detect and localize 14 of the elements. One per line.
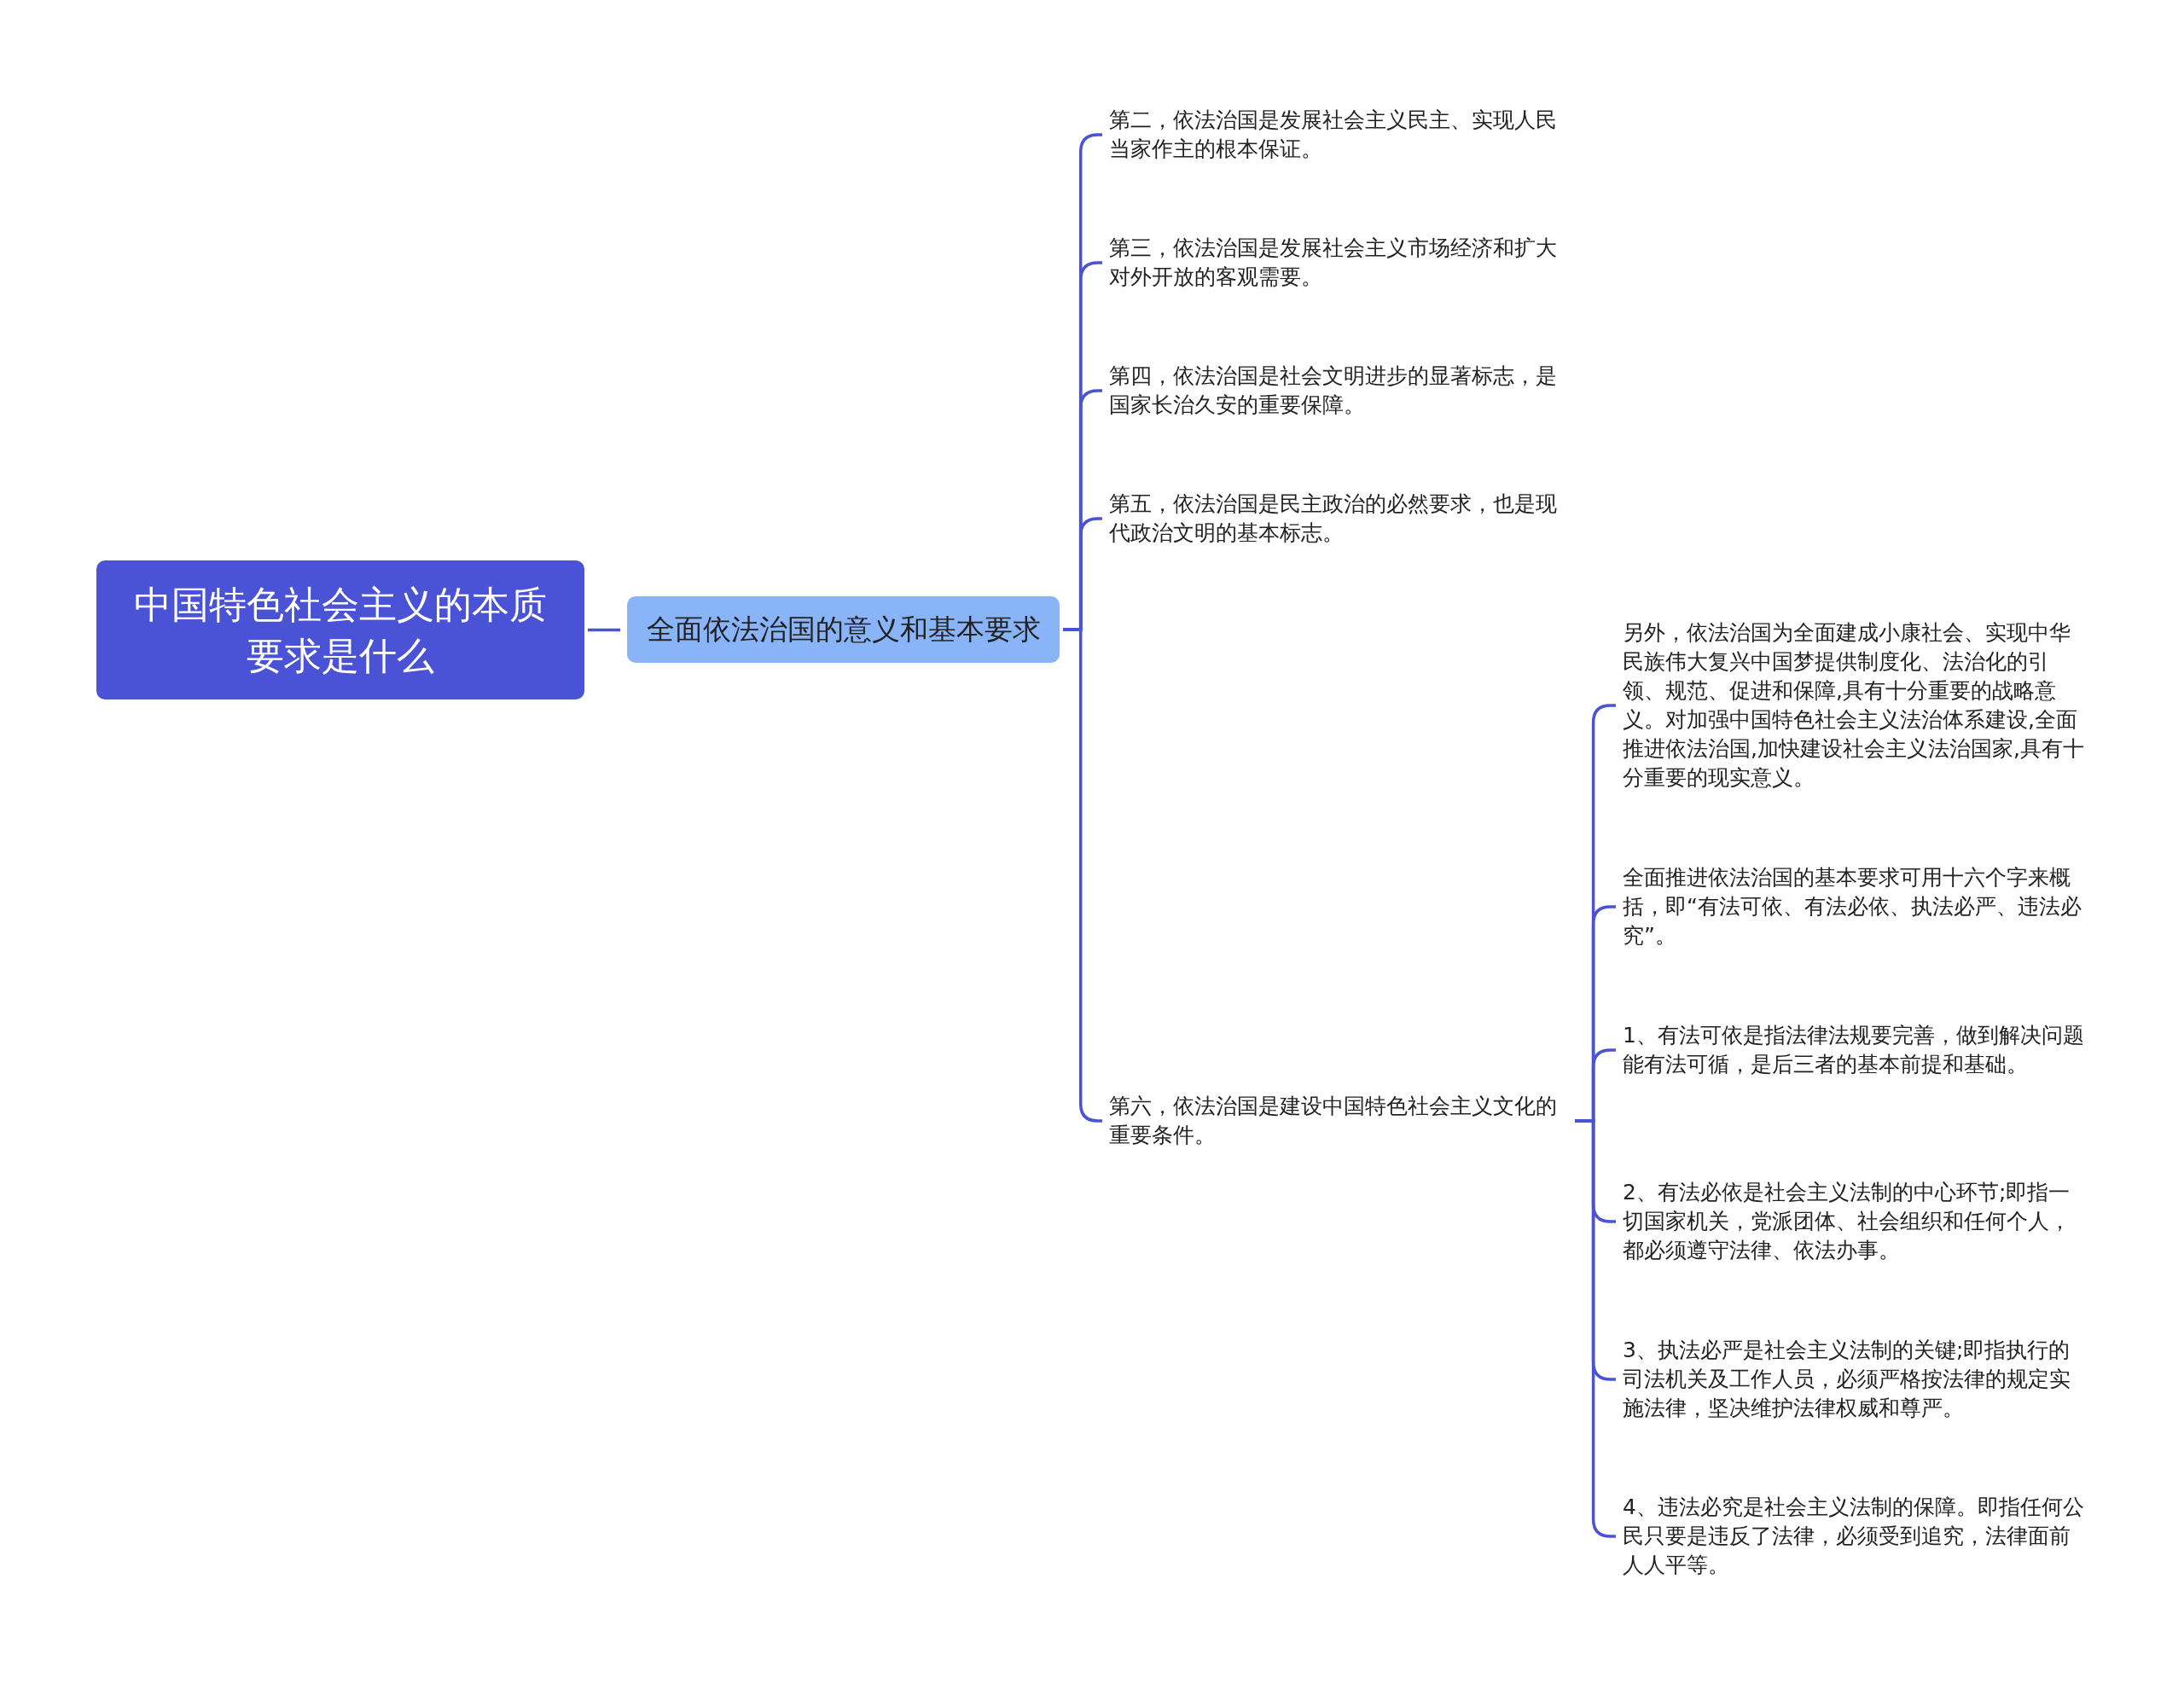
branch-text: 全面推进依法治国的基本要求可用十六个字来概括，即“有法可依、有法必依、执法必严、违法必究”。 — [1623, 863, 2088, 950]
subtopic-box: 全面依法治国的意义和基本要求 — [627, 596, 1060, 663]
connector-line — [588, 628, 620, 632]
branch-text: 第五，依法治国是民主政治的必然要求，也是现代政治文明的基本标志。 — [1109, 490, 1570, 548]
branch-text: 第六，依法治国是建设中国特色社会主义文化的重要条件。 — [1109, 1092, 1570, 1150]
root-topic-box: 中国特色社会主义的本质要求是什么 — [96, 560, 584, 699]
branch-text: 第四，依法治国是社会文明进步的显著标志，是国家长治久安的重要保障。 — [1109, 362, 1570, 420]
branch-text: 2、有法必依是社会主义法制的中心环节;即指一切国家机关，党派团体、社会组织和任何个人，都必须遵守法律、依法办事。 — [1623, 1178, 2088, 1265]
branch-text: 3、执法必严是社会主义法制的关键;即指执行的司法机关及工作人员，必须严格按法律的规定实施法律，坚决维护法律权威和尊严。 — [1623, 1336, 2088, 1423]
branch-text: 第三，依法治国是发展社会主义市场经济和扩大对外开放的客观需要。 — [1109, 234, 1570, 292]
branch-text: 第二，依法治国是发展社会主义民主、实现人民当家作主的根本保证。 — [1109, 106, 1570, 164]
branch-text: 4、违法必究是社会主义法制的保障。即指任何公民只要是违反了法律，必须受到追究，法律面前人人平等。 — [1623, 1493, 2088, 1580]
branch-text: 1、有法可依是指法律法规要完善，做到解决问题能有法可循，是后三者的基本前提和基础。 — [1623, 1021, 2088, 1079]
branch-text: 另外，依法治国为全面建成小康社会、实现中华民族伟大复兴中国梦提供制度化、法治化的引领、规范、促进和保障,具有十分重要的战略意义。对加强中国特色社会主义法治体系建设,全面推进依法治国,加快建设社会主义法治国家,具有十分重要的现实意义。 — [1623, 618, 2088, 792]
